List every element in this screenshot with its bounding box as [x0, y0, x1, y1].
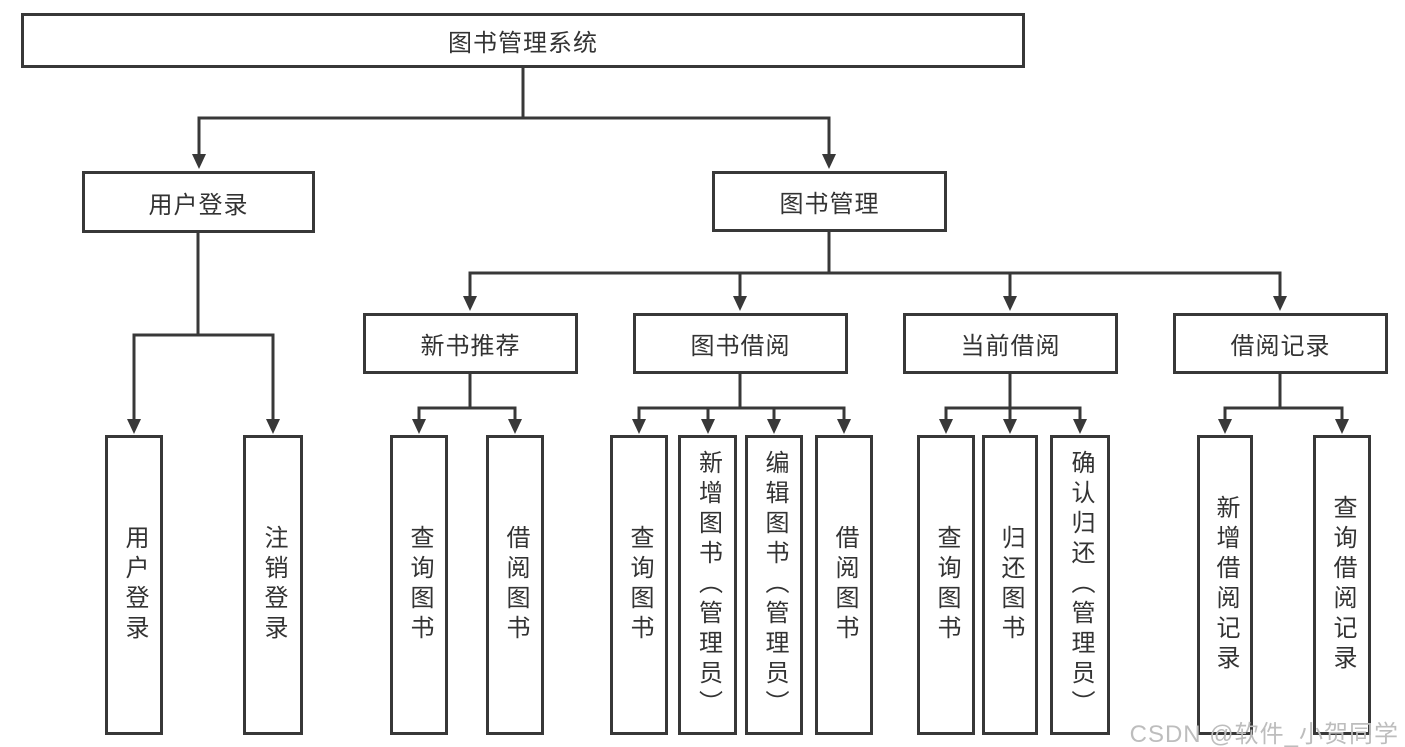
- node-label: 图书借阅: [690, 333, 791, 360]
- leaf-label: 新增借阅记录: [1212, 495, 1239, 675]
- leaf-query-borrow-record: 查询借阅记录: [1313, 435, 1371, 735]
- node-new-book-recommend: 新书推荐: [363, 313, 578, 374]
- leaf-label: 确认归还（管理员）: [1067, 450, 1094, 720]
- node-label: 新书推荐: [420, 333, 521, 360]
- leaf-label: 查询图书: [933, 525, 960, 645]
- leaf-query-books-recommend: 查询图书: [390, 435, 448, 735]
- leaf-label: 注销登录: [260, 525, 287, 645]
- leaf-label: 借阅图书: [502, 525, 529, 645]
- node-book-management: 图书管理: [712, 171, 947, 232]
- node-label: 用户登录: [148, 191, 249, 219]
- leaf-query-books-current: 查询图书: [917, 435, 975, 735]
- leaf-user-login: 用户登录: [105, 435, 163, 735]
- leaf-edit-book-admin: 编辑图书（管理员）: [745, 435, 803, 735]
- node-label: 图书管理系统: [448, 30, 598, 57]
- leaf-borrow-books: 借阅图书: [815, 435, 873, 735]
- node-label: 图书管理: [779, 191, 880, 218]
- leaf-add-book-admin: 新增图书（管理员）: [678, 435, 737, 735]
- node-label: 借阅记录: [1230, 333, 1331, 360]
- leaf-label: 新增图书（管理员）: [694, 450, 722, 720]
- leaf-label: 借阅图书: [831, 525, 858, 645]
- leaf-logout: 注销登录: [243, 435, 303, 735]
- node-book-borrow: 图书借阅: [633, 313, 848, 374]
- leaf-borrow-books-recommend: 借阅图书: [486, 435, 544, 735]
- leaf-label: 查询图书: [406, 525, 433, 645]
- leaf-label: 查询图书: [626, 525, 653, 645]
- node-borrow-records: 借阅记录: [1173, 313, 1388, 374]
- leaf-label: 归还图书: [997, 525, 1024, 645]
- leaf-label: 查询借阅记录: [1329, 495, 1356, 675]
- leaf-return-book: 归还图书: [982, 435, 1038, 735]
- csdn-watermark: CSDN @软件_小贺同学: [1129, 721, 1399, 747]
- leaf-label: 编辑图书（管理员）: [761, 450, 788, 720]
- leaf-confirm-return-admin: 确认归还（管理员）: [1050, 435, 1110, 735]
- leaf-label: 用户登录: [121, 525, 148, 645]
- leaf-query-books-borrow: 查询图书: [610, 435, 668, 735]
- leaf-add-borrow-record: 新增借阅记录: [1197, 435, 1253, 735]
- node-current-borrow: 当前借阅: [903, 313, 1118, 374]
- node-label: 当前借阅: [960, 333, 1061, 360]
- node-library-management-system: 图书管理系统: [21, 13, 1025, 68]
- node-user-login: 用户登录: [82, 171, 315, 233]
